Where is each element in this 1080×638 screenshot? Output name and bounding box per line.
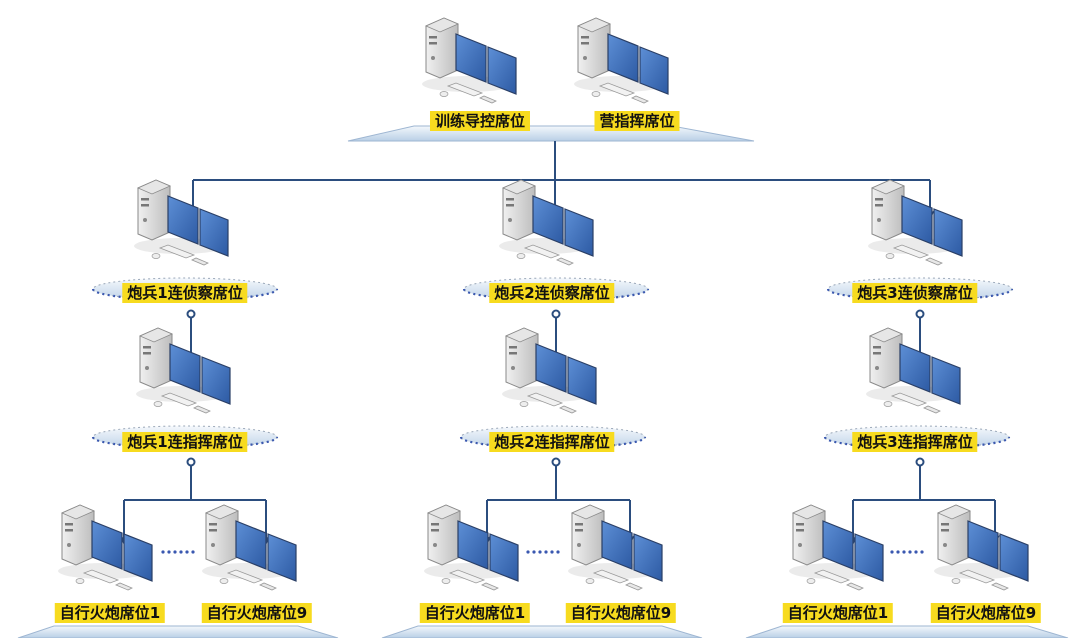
workstation-icon (498, 179, 594, 266)
gun-label-2-last: 自行火炮席位9 (565, 603, 677, 623)
command-label-3: 炮兵3连指挥席位 (852, 432, 978, 452)
workstation-icon (133, 179, 229, 266)
top-platform (347, 125, 755, 142)
command-label-2: 炮兵2连指挥席位 (489, 432, 615, 452)
workstation-icon (135, 327, 231, 414)
bottom-platform (381, 625, 703, 638)
workstation-icon (933, 504, 1029, 591)
gun-label-3-last: 自行火炮席位9 (930, 603, 1042, 623)
bottom-platform (745, 625, 1069, 638)
top-label-battalion: 营指挥席位 (594, 111, 680, 131)
workstation-icon (867, 179, 963, 266)
recon-label-2: 炮兵2连侦察席位 (489, 283, 615, 303)
gun-label-1-first: 自行火炮席位1 (54, 603, 166, 623)
recon-label-3: 炮兵3连侦察席位 (852, 283, 978, 303)
workstation-icon (421, 17, 517, 104)
gun-label-1-last: 自行火炮席位9 (201, 603, 313, 623)
workstation-icon (201, 504, 297, 591)
workstation-icon (567, 504, 663, 591)
workstation-icon (573, 17, 669, 104)
bottom-platform (17, 625, 339, 638)
connector-lines (119, 141, 1000, 545)
workstation-icon (865, 327, 961, 414)
gun-label-3-first: 自行火炮席位1 (782, 603, 894, 623)
workstation-icon (57, 504, 153, 591)
workstation-icon (501, 327, 597, 414)
ellipsis-dots (161, 550, 924, 554)
gun-label-2-first: 自行火炮席位1 (419, 603, 531, 623)
workstation-icon (423, 504, 519, 591)
workstation-icon (788, 504, 884, 591)
top-label-training: 训练导控席位 (429, 111, 531, 131)
command-label-1: 炮兵1连指挥席位 (122, 432, 248, 452)
recon-label-1: 炮兵1连侦察席位 (122, 283, 248, 303)
